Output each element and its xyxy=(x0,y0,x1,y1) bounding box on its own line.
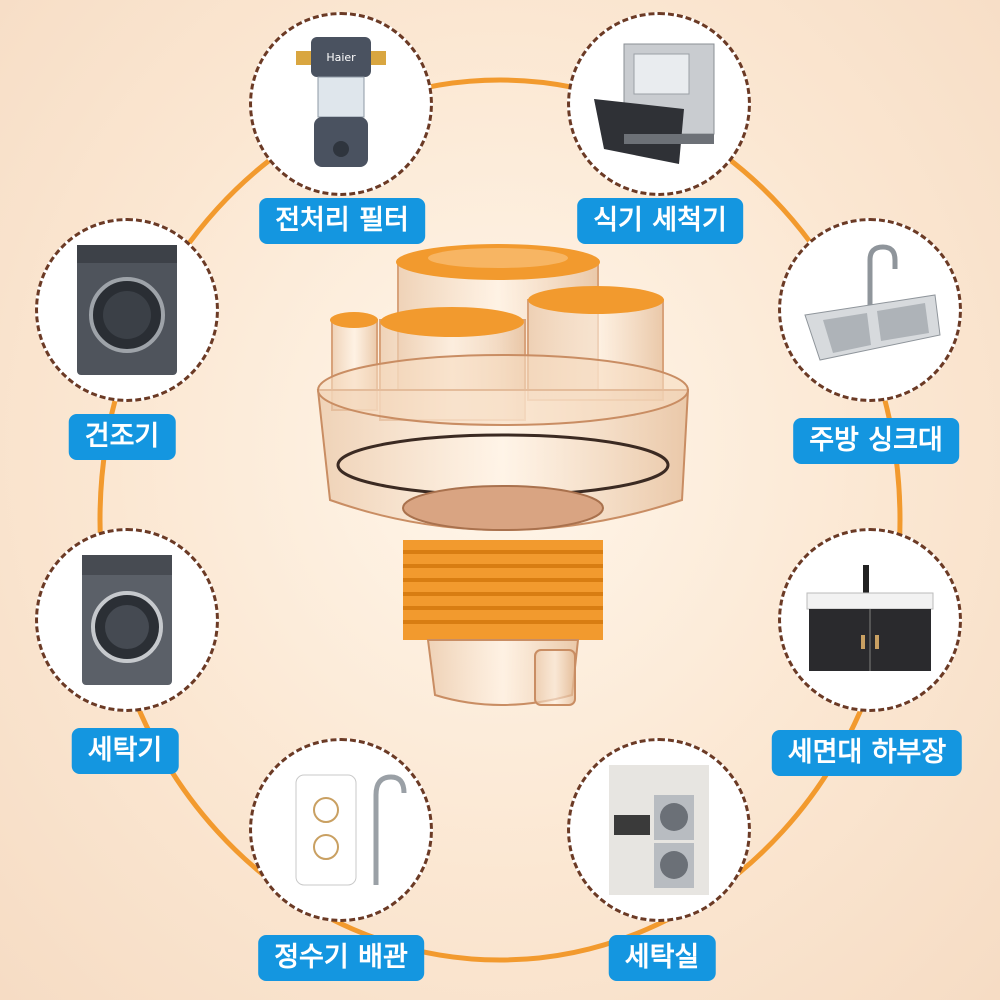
label-water-purifier: 정수기 배관 xyxy=(258,935,424,981)
label-dryer: 건조기 xyxy=(68,414,176,460)
node-laundry-room xyxy=(567,738,751,922)
label-washing-machine: 세탁기 xyxy=(71,728,179,774)
pre-filter-icon: Haier xyxy=(296,37,386,167)
label-pre-filter: 전처리 필터 xyxy=(259,198,425,244)
label-kitchen-sink: 주방 싱크대 xyxy=(793,418,959,464)
node-washing-machine xyxy=(35,528,219,712)
dishwasher-icon xyxy=(594,43,715,164)
node-dishwasher xyxy=(567,12,751,196)
label-vanity-cabinet: 세면대 하부장 xyxy=(771,730,963,776)
water-purifier-icon xyxy=(295,774,407,886)
dryer-icon xyxy=(77,245,177,375)
node-water-purifier xyxy=(249,738,433,922)
label-laundry-room: 세탁실 xyxy=(608,935,716,981)
node-dryer xyxy=(35,218,219,402)
laundry-room-icon xyxy=(609,765,709,895)
drain-filter-product xyxy=(316,244,690,706)
node-kitchen-sink xyxy=(778,218,962,402)
pre-filter-brand: Haier xyxy=(326,51,356,64)
kitchen-sink-icon xyxy=(804,244,941,361)
node-vanity-cabinet xyxy=(778,528,962,712)
label-dishwasher: 식기 세척기 xyxy=(577,198,743,244)
vanity-cabinet-icon xyxy=(806,565,934,671)
node-pre-filter: Haier xyxy=(249,12,433,196)
washing-machine-icon xyxy=(82,555,172,685)
